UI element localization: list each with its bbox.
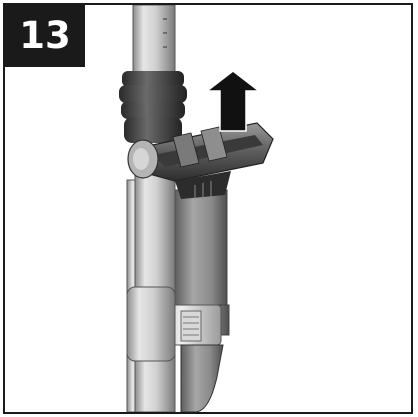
lift-up-arrow-icon (204, 70, 262, 132)
step-number-badge: 13 (5, 5, 85, 67)
tube-clamp (126, 286, 222, 362)
main-tube-upper (132, 5, 176, 84)
hose (180, 344, 224, 412)
vacuum-handle-illustration (119, 5, 274, 412)
figure-frame: 13 (3, 3, 413, 414)
handle-grip (127, 122, 274, 199)
rubber-collar (119, 71, 187, 143)
